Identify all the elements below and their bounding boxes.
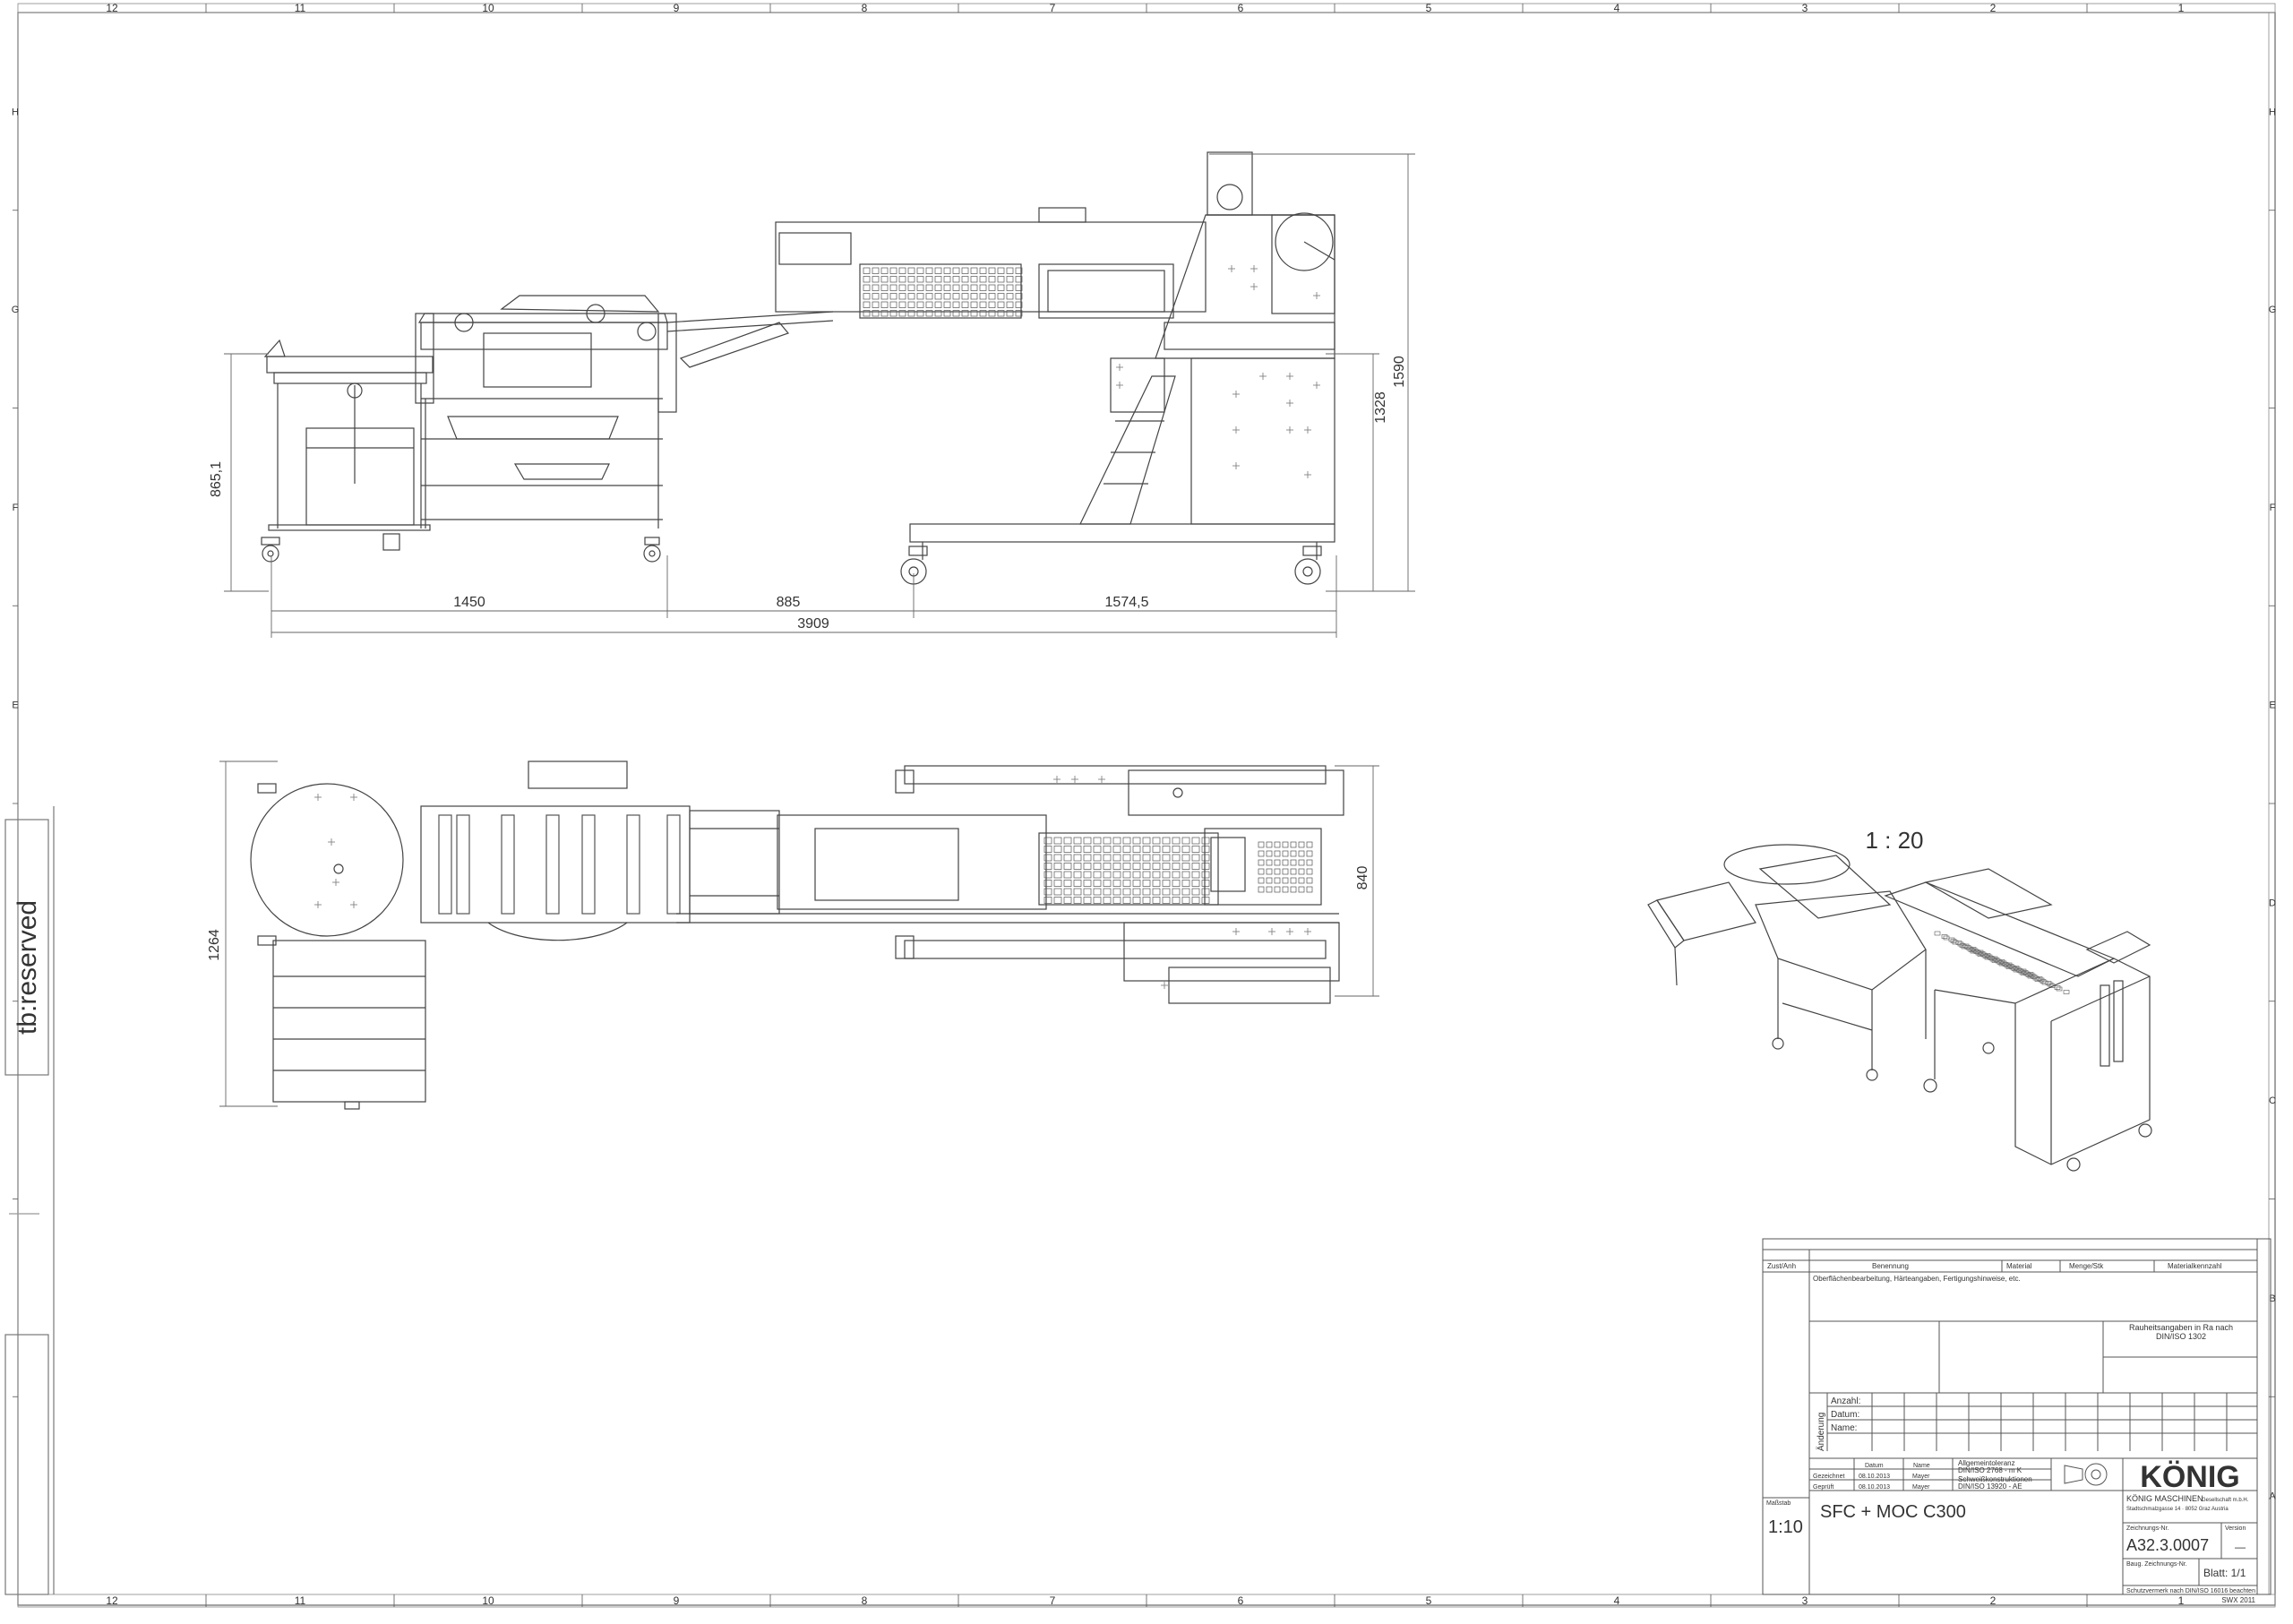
zone-row-label: F [13,503,19,513]
title-block: Änderung Zust/Anh Benennung Material Menge/… [1762,1238,2272,1604]
tolerance-weld: DIN/ISO 13920 - AE [1958,1482,2022,1491]
zone-row-label: A [2269,1491,2276,1502]
title-header-col: Zust/Anh [1767,1262,1796,1270]
zone-row-label: G [2269,305,2277,315]
change-row-label: Anzahl: [1831,1396,1860,1406]
zone-column-label: 1 [2178,2,2185,14]
format-note: SWX 2011 [2221,1596,2255,1604]
isometric-view: 1 : 20 [1647,827,2152,1172]
dim-width-1264: 1264 [207,929,222,961]
zone-column-label: 10 [482,2,494,14]
zone-column-label: 3 [1802,2,1808,14]
zone-row-label: H [12,107,19,117]
zone-column-label: 7 [1050,2,1056,14]
zone-row-label: C [2269,1096,2276,1106]
sign-row-name: Mayer [1912,1474,1930,1480]
title-header-col: Material [2006,1262,2032,1270]
zone-column-label: 3 [1802,1594,1808,1607]
company-name: KÖNIG MASCHINEN [2126,1494,2203,1503]
surface-note: Oberflächenbearbeitung, Härteangaben, Fe… [1813,1275,2021,1283]
protection-note: Schutzvermerk nach DIN/ISO 16016 beachte… [2126,1588,2255,1594]
drawing-no-label: Zeichnungs-Nr. [2126,1525,2169,1532]
sheet-number: Blatt: 1/1 [2203,1567,2246,1579]
sign-col-date: Datum [1865,1463,1884,1469]
zone-row-label: H [2269,107,2276,117]
assembly-no-label: Baug. Zeichnungs-Nr. [2126,1561,2187,1568]
zone-column-label: 5 [1426,1594,1432,1607]
top-view [250,760,1344,1110]
drawing-number: A32.3.0007 [2126,1536,2209,1554]
dim-length-885: 885 [777,595,801,610]
sign-row-label: Gezeichnet [1813,1474,1844,1480]
zone-column-label: 2 [1990,2,1997,14]
sign-row-label: Geprüft [1813,1484,1834,1491]
dim-height-1328: 1328 [1373,391,1388,424]
side-view [261,151,1335,585]
zone-column-label: 11 [295,2,306,14]
zone-column-label: 11 [295,1594,306,1607]
konig-logo: KÖNIG [2140,1460,2239,1494]
zone-column-label: 9 [674,1594,680,1607]
zone-row-label: B [2269,1293,2275,1304]
zone-row-label: E [2269,700,2275,711]
zone-column-label: 1 [2178,1594,2185,1607]
scale-label: Maßstab [1766,1500,1791,1507]
tolerance-general: Allgemeintoleranz [1958,1459,2015,1467]
dim-height-865: 865,1 [209,461,224,497]
change-label: Änderung [1816,1413,1826,1451]
zone-row-label: E [12,700,18,711]
zone-row-label: G [12,305,20,315]
zone-column-label: 4 [1614,1594,1620,1607]
zone-row-label: D [2269,898,2276,908]
top-view-dimensions: 1264 840 [207,760,1379,1107]
tolerance-weld: Schweißkonstruktionen [1958,1475,2032,1483]
zone-column-label: 2 [1990,1594,1997,1607]
side-view-dimensions: 865,1 1328 1590 1450 885 1574,5 3909 [209,153,1415,638]
iso-scale-label: 1 : 20 [1865,827,1923,854]
dim-width-840: 840 [1355,866,1370,890]
title-header-col: Benennung [1872,1262,1909,1270]
zone-column-label: 10 [482,1594,494,1607]
tolerance-general: DIN/ISO 2768 - m K [1958,1466,2022,1474]
zone-column-label: 6 [1238,1594,1244,1607]
zone-column-label: 12 [106,2,118,14]
zone-column-label: 4 [1614,2,1620,14]
company-address: Stadtschmalzgasse 14 · 8052 Graz Austria [2126,1507,2229,1512]
sign-row-name: Mayer [1912,1484,1930,1491]
title-header-col: Menge/Stk [2069,1262,2104,1270]
zone-column-label: 8 [862,2,868,14]
change-row-label: Datum: [1831,1410,1859,1420]
zone-column-label: 8 [862,1594,868,1607]
dim-length-1574: 1574,5 [1105,595,1149,610]
reserved-strip: tb:reserved [4,819,49,1595]
dim-height-1590: 1590 [1392,356,1407,388]
zone-column-label: 7 [1050,1594,1056,1607]
change-row-label: Name: [1831,1423,1857,1433]
version-label: Version [2225,1525,2246,1532]
reserved-label: tb:reserved [13,900,42,1035]
zone-column-label: 5 [1426,2,1432,14]
roughness-note: DIN/ISO 1302 [2156,1332,2206,1341]
title-header-col: Materialkennzahl [2168,1262,2222,1270]
roughness-note: Rauheitsangaben in Ra nach [2129,1323,2233,1332]
drawing-scale: 1:10 [1768,1517,1803,1537]
dim-length-3909: 3909 [797,616,829,632]
dim-length-1450: 1450 [453,595,485,610]
sign-col-name: Name [1913,1463,1930,1469]
zone-column-label: 6 [1238,2,1244,14]
sign-row-date: 08.10.2013 [1859,1474,1890,1480]
sign-row-date: 08.10.2013 [1859,1484,1890,1491]
version-value: — [2235,1541,2246,1553]
zone-row-label: F [2270,503,2276,513]
company-sub: Gesellschaft m.b.H. [2202,1498,2249,1503]
drawing-title: SFC + MOC C300 [1820,1502,1966,1522]
zone-column-label: 9 [674,2,680,14]
zone-column-label: 12 [106,1594,118,1607]
